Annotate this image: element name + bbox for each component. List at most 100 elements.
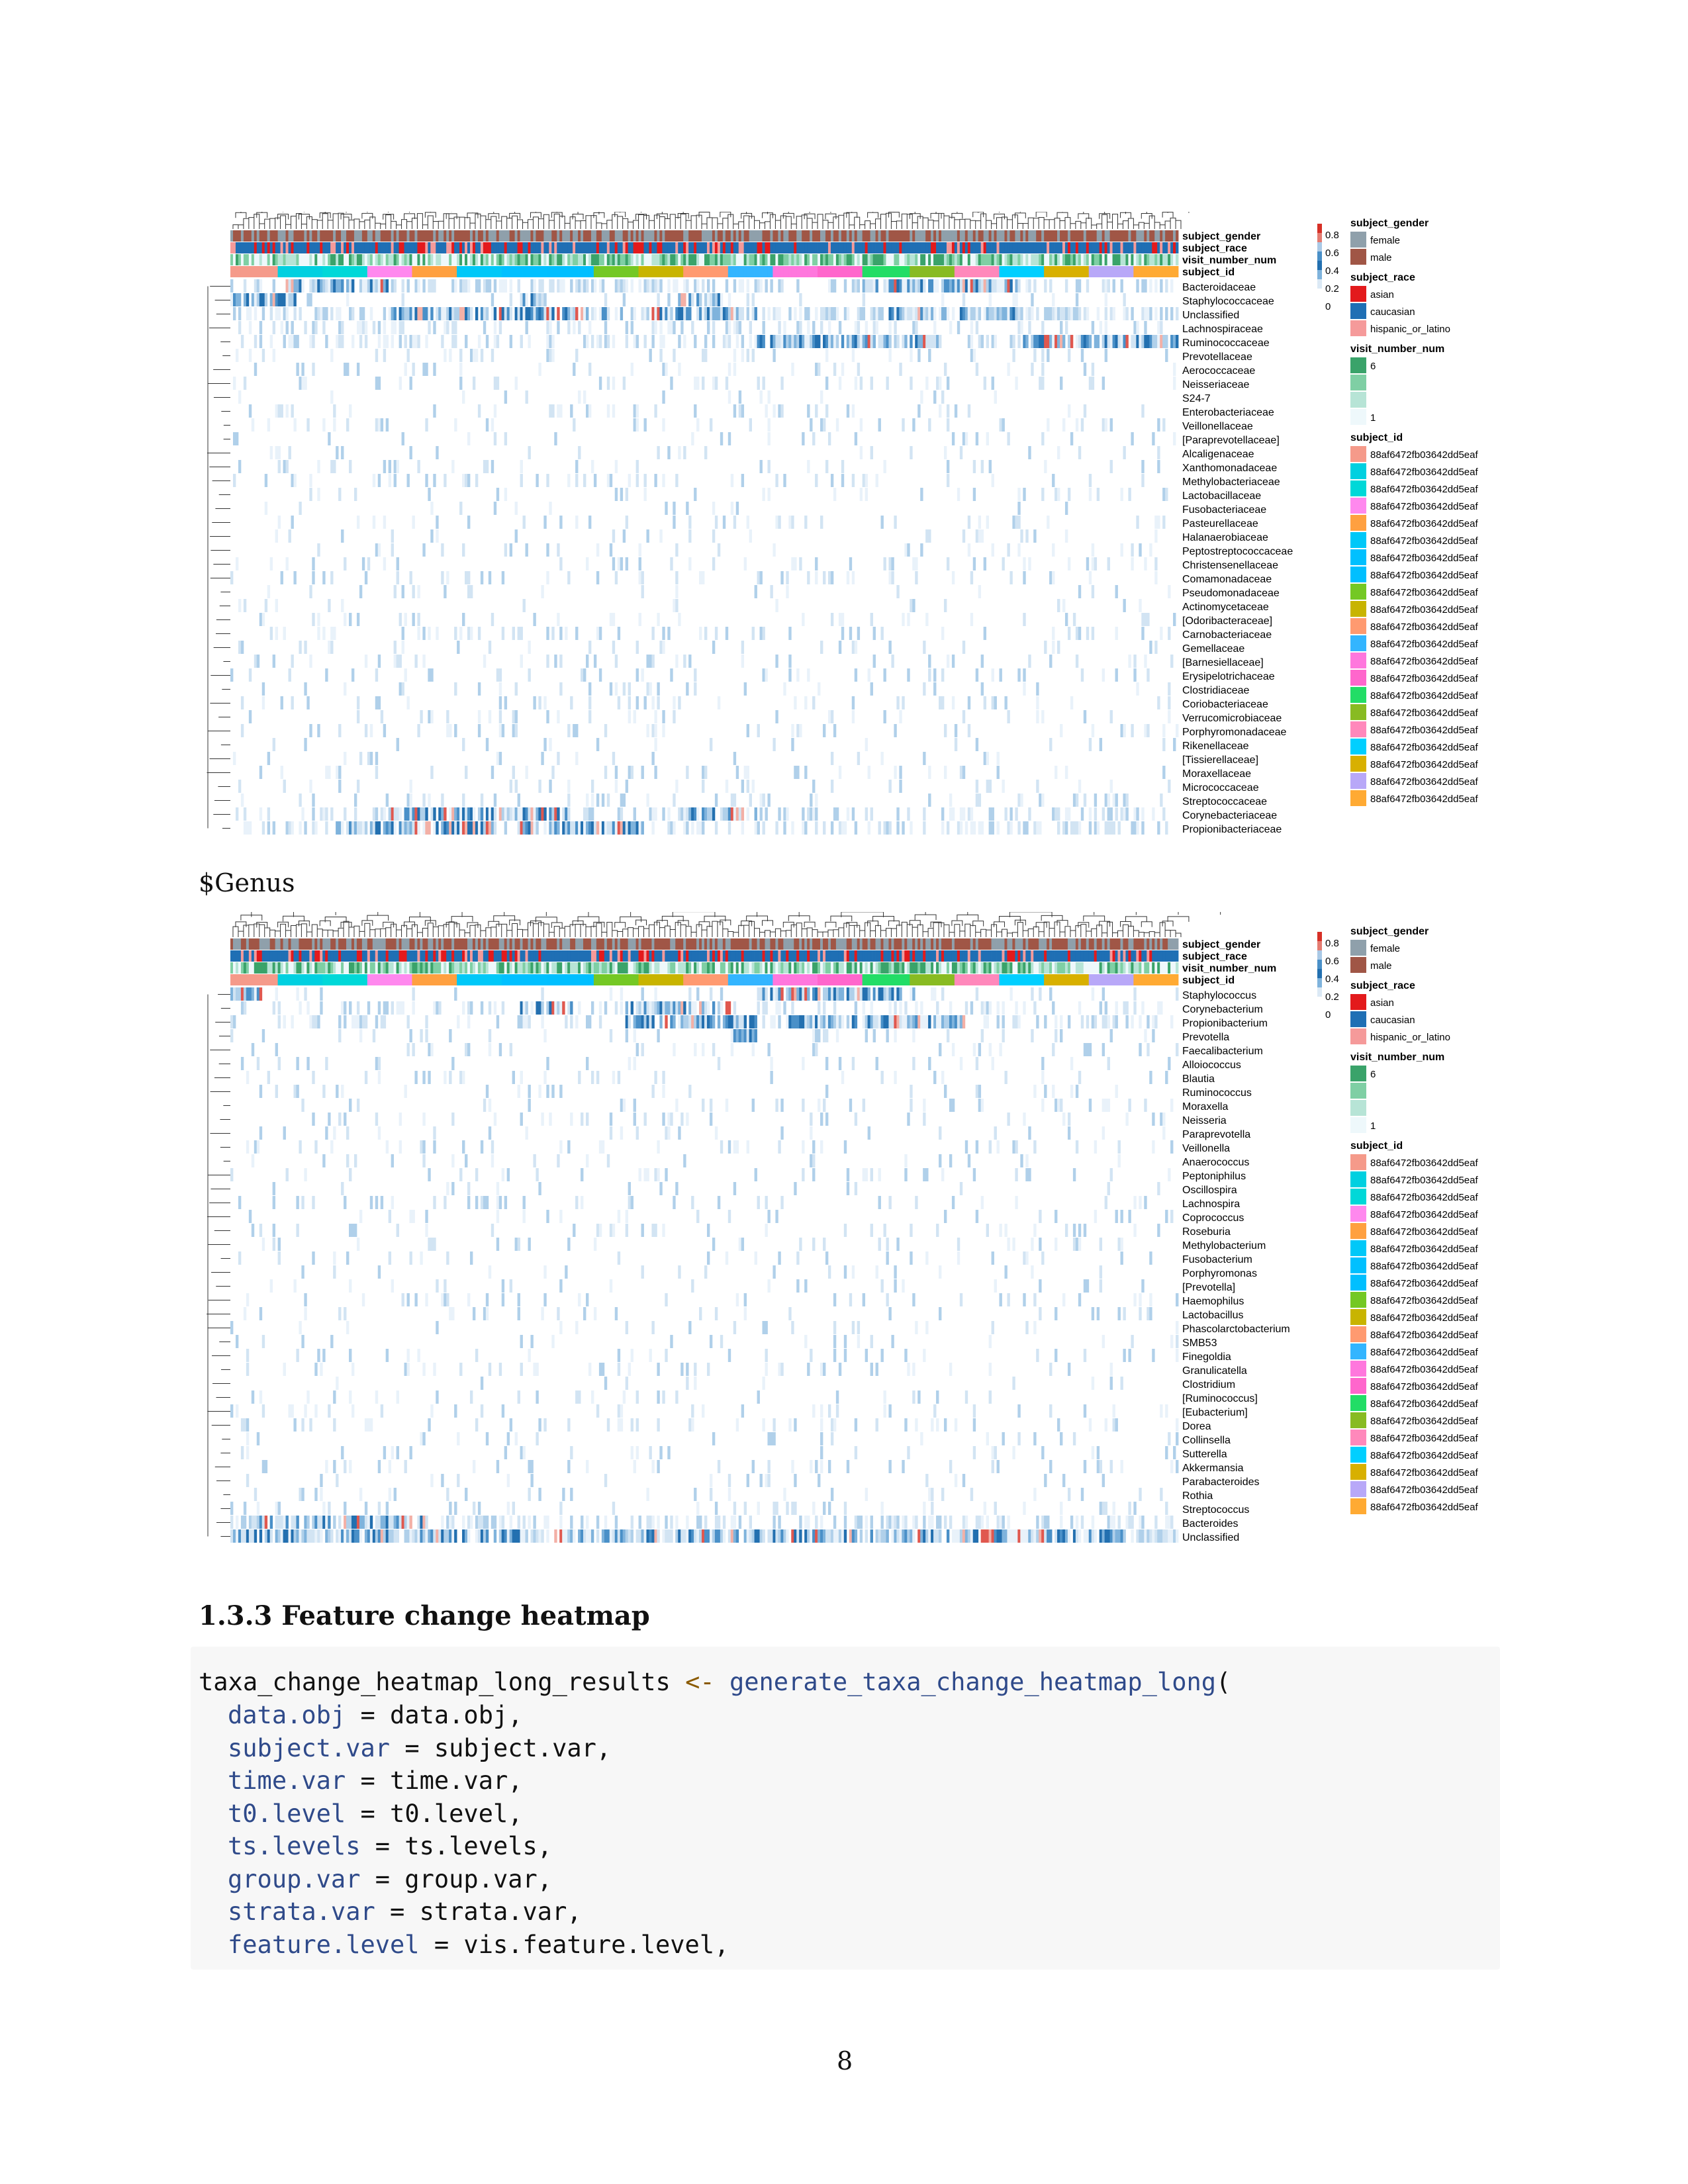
genus-heading: $Genus	[199, 868, 295, 897]
row-label: Phascolarctobacterium	[1182, 1324, 1290, 1335]
row-label: Micrococcaceae	[1182, 782, 1259, 794]
legend-swatch	[1350, 1326, 1366, 1342]
row-label: Ruminococcus	[1182, 1087, 1252, 1099]
code-arg-value: = data.obj,	[346, 1701, 523, 1729]
legend-label: 88af6472fb03642dd5eaf	[1370, 501, 1478, 512]
legend-title: visit_number_num	[1350, 343, 1444, 355]
row-label: [Ruminococcus]	[1182, 1393, 1258, 1404]
legend-swatch	[1350, 1223, 1366, 1239]
legend-swatch	[1350, 392, 1366, 408]
legend: subject_genderfemalemalesubject_raceasia…	[1350, 926, 1478, 1514]
legend-label: 88af6472fb03642dd5eaf	[1370, 535, 1478, 547]
legend-swatch	[1350, 409, 1366, 425]
legend-label: asian	[1370, 997, 1394, 1009]
legend-label: 88af6472fb03642dd5eaf	[1370, 1398, 1478, 1410]
legend-swatch	[1350, 446, 1366, 462]
row-label: [Barnesiellaceae]	[1182, 657, 1264, 668]
row-label: Corynebacteriaceae	[1182, 810, 1277, 821]
code-arg-name: ts.levels	[228, 1832, 361, 1860]
row-label: Rothia	[1182, 1490, 1213, 1502]
row-label: Coriobacteriaceae	[1182, 699, 1268, 710]
legend-label: 88af6472fb03642dd5eaf	[1370, 467, 1478, 478]
row-label: Faecalibacterium	[1182, 1046, 1263, 1057]
row-label: Rikenellaceae	[1182, 741, 1249, 752]
row-label: Streptococcus	[1182, 1504, 1249, 1516]
row-label: Lactobacillaceae	[1182, 490, 1261, 502]
legend-title: subject_id	[1350, 432, 1403, 443]
row-label: Finegoldia	[1182, 1351, 1231, 1363]
legend-swatch	[1350, 1309, 1366, 1325]
row-label: Moraxellaceae	[1182, 768, 1251, 780]
code-arg-value: = vis.feature.level,	[419, 1930, 729, 1959]
legend-title: subject_gender	[1350, 218, 1429, 229]
row-label: Porphyromonas	[1182, 1268, 1257, 1279]
code-arg-value: = t0.level,	[346, 1799, 523, 1828]
legend-swatch	[1350, 618, 1366, 634]
color-scale	[1317, 224, 1322, 289]
row-label: Akkermansia	[1182, 1463, 1244, 1474]
row-label: Peptoniphilus	[1182, 1171, 1246, 1182]
legend-label: 1	[1370, 1120, 1376, 1132]
legend-label: 88af6472fb03642dd5eaf	[1370, 1175, 1478, 1186]
legend-label: female	[1370, 235, 1400, 246]
legend-label: asian	[1370, 289, 1394, 300]
legend-swatch	[1350, 704, 1366, 720]
legend-swatch	[1350, 375, 1366, 390]
code-arg-line: ts.levels = ts.levels,	[228, 1832, 552, 1860]
legend-label: 88af6472fb03642dd5eaf	[1370, 1295, 1478, 1306]
code-line-1: taxa_change_heatmap_long_results <- gene…	[199, 1668, 1231, 1696]
legend-label: 88af6472fb03642dd5eaf	[1370, 587, 1478, 598]
legend-swatch	[1350, 515, 1366, 531]
scale-tick: 0.2	[1325, 283, 1339, 295]
legend-swatch	[1350, 1189, 1366, 1205]
row-label: Lachnospiraceae	[1182, 324, 1263, 335]
family-heatmap-figure: subject_gender subject_race visit_number_n…	[199, 212, 1509, 841]
code-arg-line: subject.var = subject.var,	[228, 1734, 611, 1762]
legend-swatch	[1350, 653, 1366, 668]
legend-swatch	[1350, 687, 1366, 703]
row-label: [Prevotella]	[1182, 1282, 1235, 1293]
legend-swatch	[1350, 1100, 1366, 1116]
row-label: Corynebacterium	[1182, 1004, 1263, 1015]
legend-label: 88af6472fb03642dd5eaf	[1370, 776, 1478, 788]
annotation-label: visit_number_num	[1182, 255, 1276, 266]
row-label: Bacteroidaceae	[1182, 282, 1256, 293]
scale-tick: 0.4	[1325, 974, 1339, 985]
color-scale	[1317, 932, 1322, 997]
row-label: Comamonadaceae	[1182, 574, 1272, 585]
legend-swatch	[1350, 549, 1366, 565]
row-label: Unclassified	[1182, 310, 1239, 321]
row-label: Sutterella	[1182, 1449, 1227, 1460]
legend-swatch	[1350, 670, 1366, 686]
code-arg-line: strata.var = strata.var,	[228, 1897, 582, 1926]
legend-swatch	[1350, 1464, 1366, 1480]
annotation-bars	[230, 938, 1179, 985]
row-label: Bacteroides	[1182, 1518, 1239, 1529]
legend-swatch	[1350, 303, 1366, 319]
legend-label: 88af6472fb03642dd5eaf	[1370, 1416, 1478, 1427]
scale-tick: 0.2	[1325, 991, 1339, 1003]
legend-title: subject_race	[1350, 272, 1415, 283]
code-arg-name: strata.var	[228, 1897, 375, 1926]
annotation-label: subject_id	[1182, 267, 1235, 278]
legend-label: caucasian	[1370, 1015, 1415, 1026]
column-dendrogram	[232, 912, 1221, 937]
row-label: Enterobacteriaceae	[1182, 407, 1274, 418]
code-arg-value: = ts.levels,	[360, 1832, 553, 1860]
code-arg-value: = strata.var,	[375, 1897, 582, 1926]
legend-swatch	[1350, 1240, 1366, 1256]
legend-title: subject_race	[1350, 980, 1415, 991]
row-dendrogram	[207, 994, 230, 1537]
code-arg-line: t0.level = t0.level,	[228, 1799, 523, 1828]
row-label: Lachnospira	[1182, 1199, 1240, 1210]
legend-swatch	[1350, 1066, 1366, 1081]
row-label: Granulicatella	[1182, 1365, 1247, 1377]
legend-label: 88af6472fb03642dd5eaf	[1370, 1244, 1478, 1255]
legend-swatch	[1350, 1378, 1366, 1394]
code-arg-name: data.obj	[228, 1701, 346, 1729]
row-label: Clostridiaceae	[1182, 685, 1249, 696]
row-label: Anaerococcus	[1182, 1157, 1249, 1168]
row-label: [Odoribacteraceae]	[1182, 615, 1272, 627]
row-label: Pseudomonadaceae	[1182, 588, 1280, 599]
